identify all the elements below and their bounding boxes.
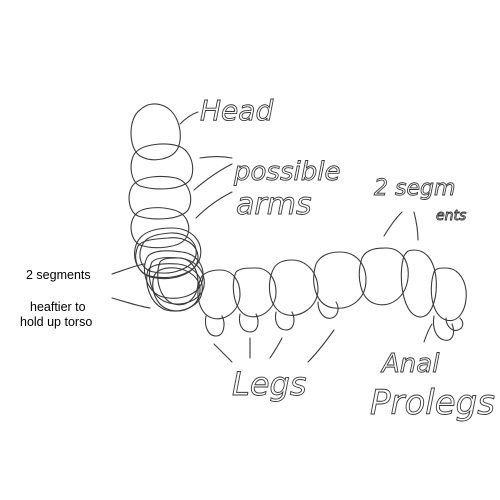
label-head: Head (200, 94, 273, 127)
arm-segment-1 (130, 143, 194, 190)
leg-1 (204, 315, 225, 337)
abdomen-segment-6 (400, 249, 437, 318)
heaftier-pointer (111, 297, 151, 309)
heavy-junction-segments (134, 227, 205, 312)
abdomen-segment-2 (232, 267, 277, 318)
label-legs: Legs (232, 365, 307, 403)
arms-pointer-lines (193, 155, 233, 219)
label-ents: ents (436, 208, 466, 224)
abdomen-segment-5 (358, 247, 409, 306)
label-possible: possible (233, 157, 340, 187)
anal-proleg-1 (432, 315, 455, 341)
abdomen-segment-4 (313, 251, 367, 309)
head-segment (130, 103, 181, 161)
label-heaftier-line1: heaftier to (30, 300, 86, 314)
arm-segment-3 (130, 207, 190, 249)
label-heaftier: heaftier to hold up torso (20, 300, 92, 330)
label-anal: Anal (380, 349, 440, 379)
prolegs-pointer (423, 323, 433, 343)
label-two-segments: 2 segments (26, 268, 91, 282)
label-prolegs: Prolegs (370, 383, 495, 423)
head-pointer (179, 111, 199, 125)
anal-proleg-2 (445, 317, 464, 331)
label-arms: arms (236, 187, 312, 222)
arm-segment-2 (128, 175, 192, 220)
abdomen-segment-3 (268, 259, 319, 316)
leg-3 (274, 311, 295, 331)
label-heaftier-line2: hold up torso (20, 315, 93, 329)
segments-pointer-lines (383, 211, 419, 241)
legs-pointer-lines (213, 329, 335, 363)
tail-segment (430, 267, 467, 322)
leg-2 (238, 313, 259, 333)
abdomen-segment-1 (197, 269, 241, 320)
label-two-segm: 2 segm (374, 176, 455, 201)
leg-4 (317, 301, 339, 319)
two-segments-pointer (111, 263, 145, 275)
